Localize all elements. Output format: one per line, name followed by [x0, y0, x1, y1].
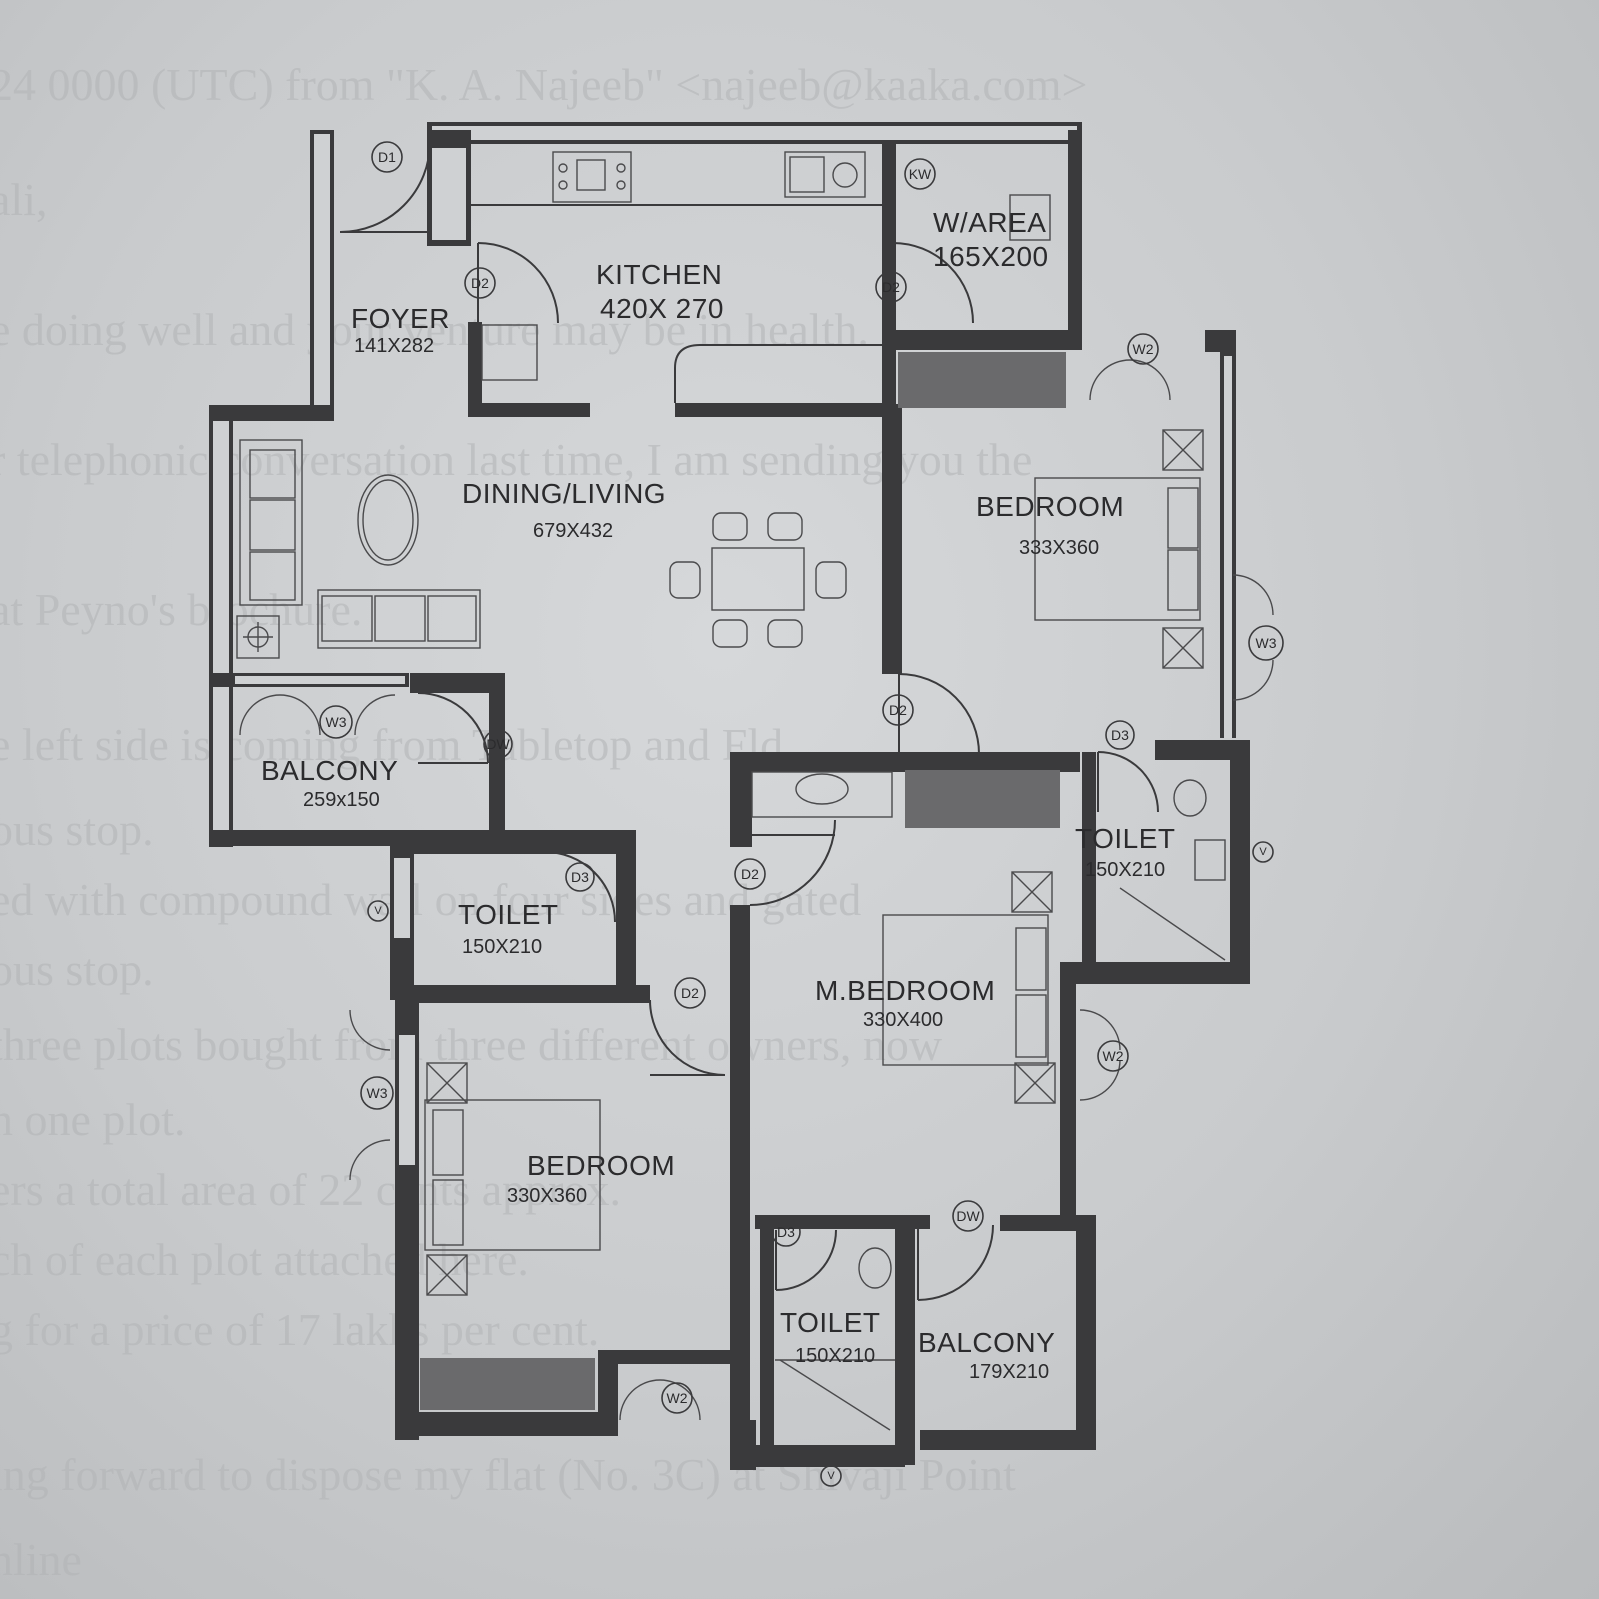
m-bedroom-size: 330X400 — [863, 1009, 943, 1031]
tag-w2-bedroom2: W2 — [661, 1382, 693, 1414]
walls — [209, 122, 1250, 1470]
tag-d2-warea: D2 — [875, 271, 907, 303]
furniture — [236, 151, 1226, 1431]
svg-text:W2: W2 — [1133, 341, 1154, 357]
tag-dw-balcony2: DW — [952, 1200, 984, 1232]
toilet-2-label: TOILET — [1075, 823, 1176, 854]
svg-text:V: V — [827, 1470, 835, 1482]
tag-v-toilet3: V — [820, 1465, 842, 1487]
tag-d1: D1 — [371, 141, 403, 173]
balcony-1-label: BALCONY — [261, 755, 398, 786]
ghost-line-9: ous stop. — [0, 944, 154, 995]
door-swings — [239, 141, 1274, 1421]
svg-text:V: V — [374, 905, 382, 917]
toilet-1-label: TOILET — [458, 899, 559, 930]
svg-text:KW: KW — [909, 166, 932, 182]
warea-size: 165X200 — [933, 241, 1049, 272]
toilet-1-size: 150X210 — [462, 936, 542, 958]
tag-w2-bedroom1: W2 — [1127, 333, 1159, 365]
tag-kw: KW — [904, 158, 936, 190]
svg-text:DW: DW — [486, 736, 510, 752]
room-labels: FOYER 141X282 KITCHEN 420X 270 W/AREA 16… — [261, 207, 1176, 1383]
tag-d2-mbedroom: D2 — [734, 858, 766, 890]
m-bedroom-label: M.BEDROOM — [815, 975, 995, 1006]
ghost-line-12: ers a total area of 22 cents approx. — [0, 1164, 621, 1215]
toilet-3-label: TOILET — [780, 1307, 881, 1338]
svg-text:V: V — [1259, 846, 1267, 858]
bedroom-1-size: 333X360 — [1019, 537, 1099, 559]
tag-d3-toilet2: D3 — [1105, 720, 1135, 750]
warea-label: W/AREA — [933, 207, 1046, 238]
svg-text:D2: D2 — [681, 985, 699, 1001]
svg-text:W3: W3 — [326, 714, 347, 730]
dining-living-size: 679X432 — [533, 520, 613, 542]
bedroom-2-size: 330X360 — [507, 1185, 587, 1207]
svg-text:D1: D1 — [378, 149, 396, 165]
ghost-line-3: e doing well and your venture may be in … — [0, 304, 869, 355]
ghost-line-2: ali, — [0, 174, 47, 225]
background-text: 24 0000 (UTC) from "K. A. Najeeb" <najee… — [0, 59, 1088, 1585]
bedroom-1-label: BEDROOM — [976, 491, 1124, 522]
bedroom-2-label: BEDROOM — [527, 1150, 675, 1181]
svg-text:D3: D3 — [571, 869, 589, 885]
kitchen-size: 420X 270 — [600, 293, 724, 324]
tag-dw: DW — [483, 729, 513, 759]
tag-w3-bedroom1: W3 — [1248, 625, 1284, 661]
ghost-line-8: ed with compound wall on four sides and … — [0, 874, 861, 925]
foyer-label: FOYER — [351, 303, 450, 334]
svg-text:D2: D2 — [882, 279, 900, 295]
kitchen-label: KITCHEN — [596, 259, 722, 290]
tag-w2-mbedroom: W2 — [1097, 1040, 1129, 1072]
svg-text:D2: D2 — [741, 866, 759, 882]
tag-d3-toilet1: D3 — [565, 862, 595, 892]
svg-text:W3: W3 — [367, 1085, 388, 1101]
balcony-1-size: 259x150 — [303, 789, 380, 811]
ghost-line-10: three plots bought from three different … — [0, 1019, 943, 1070]
tag-d3-toilet3: D3 — [771, 1217, 801, 1247]
tag-d2-bedroom2: D2 — [674, 977, 706, 1009]
ghost-line-6: e left side is coming from Tabletop and … — [0, 719, 783, 770]
tag-d2-bedroom1: D2 — [882, 694, 914, 726]
svg-text:D2: D2 — [889, 702, 907, 718]
tag-w3-bedroom2: W3 — [360, 1076, 394, 1110]
foyer-size: 141X282 — [354, 335, 434, 357]
ghost-line-11: n one plot. — [0, 1094, 185, 1145]
ghost-line-5: at Peyno's brochure. — [0, 584, 362, 635]
tag-v-toilet2: V — [1252, 841, 1274, 863]
svg-text:W2: W2 — [667, 1390, 688, 1406]
ghost-line-13: ch of each plot attached here. — [0, 1234, 529, 1285]
tag-d2-kitchen: D2 — [464, 267, 496, 299]
tags: D1 D2 D2 KW W2 W3 D2 D3 W3 DW D3 V V D2 … — [319, 141, 1284, 1487]
svg-text:D3: D3 — [1111, 727, 1129, 743]
ghost-line-16: nline — [0, 1534, 82, 1585]
svg-text:W3: W3 — [1256, 635, 1277, 651]
tag-w3-balcony1: W3 — [319, 705, 353, 739]
svg-text:D3: D3 — [777, 1224, 795, 1240]
toilet-3-size: 150X210 — [795, 1345, 875, 1367]
svg-text:DW: DW — [956, 1208, 980, 1224]
balcony-2-size: 179X210 — [969, 1361, 1049, 1383]
ghost-line-4: r telephonic conversation last time, I a… — [0, 434, 1032, 485]
ghost-line-7: ous stop. — [0, 804, 154, 855]
toilet-2-size: 150X210 — [1085, 859, 1165, 881]
dining-living-label: DINING/LIVING — [462, 478, 666, 509]
svg-text:W2: W2 — [1103, 1048, 1124, 1064]
ghost-line-14: g for a price of 17 lakhs per cent. — [0, 1304, 599, 1355]
tag-v-toilet1: V — [367, 900, 389, 922]
svg-text:D2: D2 — [471, 275, 489, 291]
balcony-2-label: BALCONY — [918, 1327, 1055, 1358]
ghost-line-1: 24 0000 (UTC) from "K. A. Najeeb" <najee… — [0, 59, 1088, 110]
